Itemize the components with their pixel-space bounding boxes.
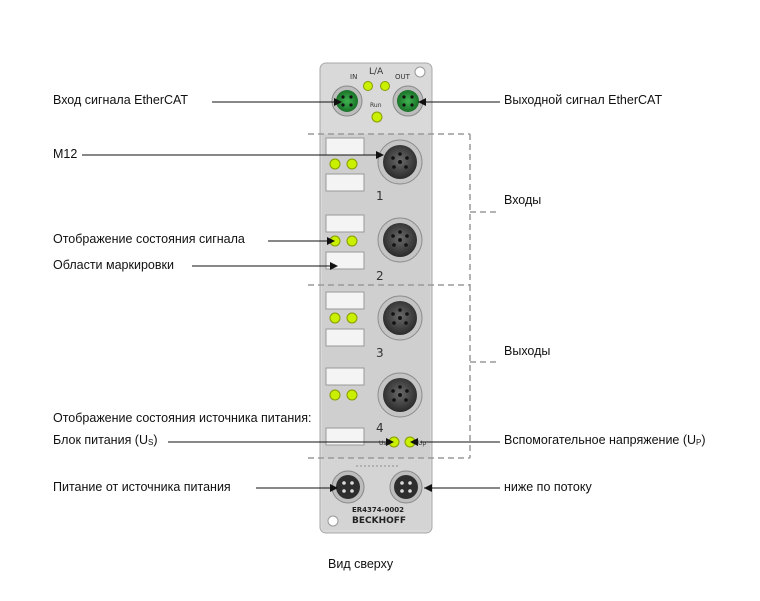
channel-number: 1 [376,189,384,203]
outputs-bracket [308,285,500,459]
port-in-text: IN [350,73,357,81]
channel-1: 1 [325,137,423,203]
power-supply-label: Питание от источника питания [53,480,231,494]
la-in-led [363,81,373,91]
leader-lines [82,101,500,489]
run-led [371,111,383,123]
channel-number: 2 [376,269,384,283]
signal-led [329,389,341,401]
signal-led [346,312,358,324]
la-out-led [380,81,390,91]
power-status-label: Отображение состояния источника питания: [53,411,312,425]
channel-number: 4 [376,421,384,435]
power-us-label: Блок питания (US) [53,433,158,447]
marking-areas-label: Области маркировки [53,258,174,272]
model-text: ER4374-0002 [352,506,404,514]
marking-area [325,291,365,310]
channel-number: 3 [376,346,384,360]
ethercat-out-label: Выходной сигнал EtherCAT [504,93,663,107]
ethercat-out-port [392,85,424,117]
caption: Вид сверху [328,557,394,571]
signal-led [346,389,358,401]
brand-text: BECKHOFF [352,516,406,526]
inputs-bracket [308,133,500,286]
marking-area [325,427,365,446]
port-out-text: OUT [395,73,411,81]
marking-area [325,173,365,192]
m12-connector [377,217,423,263]
aux-up-label: Вспомогательное напряжение (UP) [504,433,706,447]
us-mark: Us [379,440,387,447]
marking-area [325,214,365,233]
ethercat-in-port [331,85,363,117]
downstream-label: ниже по потоку [504,480,592,494]
signal-led [329,312,341,324]
la-text: L/A [369,67,384,77]
channel-4: 4 [325,367,423,446]
up-mark: Up [418,440,426,447]
channel-2: 2 [325,214,423,283]
inputs-label: Входы [504,193,542,207]
signal-led [346,235,358,247]
run-text: Run [370,102,382,109]
signal-led [329,158,341,170]
m12-connector [377,295,423,341]
signal-status-label: Отображение состояния сигнала [53,232,245,246]
power-out-connector [389,470,423,504]
power-in-connector [331,470,365,504]
signal-led [346,158,358,170]
marking-area [325,137,365,156]
m12-connector [377,139,423,185]
power-status-leds: Us Up [379,436,426,448]
marking-area [325,367,365,386]
channel-3: 3 [325,291,423,360]
marking-area [325,328,365,347]
outputs-label: Выходы [504,344,551,358]
arrowheads [327,98,432,492]
power-section: ER4374-0002 BECKHOFF [331,465,423,526]
m12-label: M12 [53,147,78,161]
m12-connector [377,372,423,418]
ethercat-in-label: Вход сигнала EtherCAT [53,93,189,107]
